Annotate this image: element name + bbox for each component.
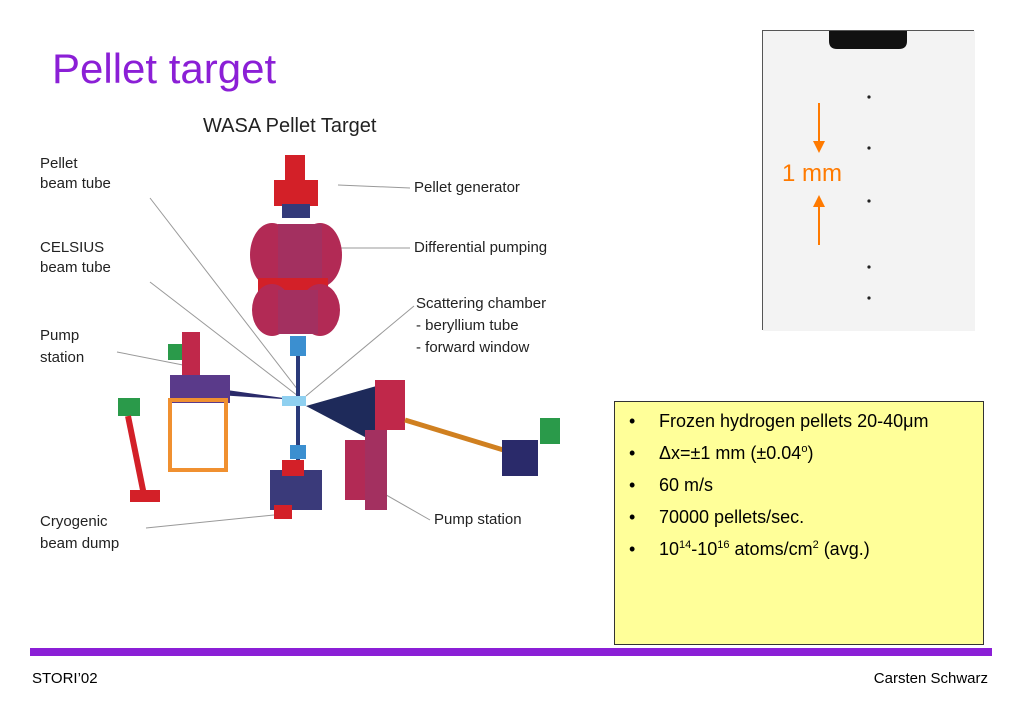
bullet-sup-degree: o (801, 443, 808, 455)
wasa-diagram-svg: WASA Pellet Target Pellet beam tube CELS… (40, 115, 560, 552)
bullet-sup-14: 14 (679, 539, 692, 551)
bullet-box: • Frozen hydrogen pellets 20-40μm • Δx=±… (614, 401, 984, 645)
bullet-item: • 60 m/s (629, 474, 973, 497)
label-pellet-beam-tube-1: Pellet (40, 155, 78, 172)
label-pump-station-left-1: Pump (40, 327, 79, 344)
left-pump-station (118, 332, 230, 502)
scale-arrowhead-down (813, 141, 825, 153)
label-pump-station-right: Pump station (434, 511, 522, 528)
pellet-photo (762, 30, 975, 331)
label-pellet-generator: Pellet generator (414, 179, 520, 196)
label-scattering-chamber-3: - forward window (416, 339, 530, 356)
bullet-list: • Frozen hydrogen pellets 20-40μm • Δx=±… (615, 402, 983, 561)
pellet-generator-stack (250, 155, 342, 400)
footer-left-text: STORI’02 (32, 670, 98, 687)
bullet-sup-16: 16 (717, 539, 730, 551)
pellet-dot (867, 95, 871, 99)
bullet-text-dx-end: ) (807, 443, 814, 463)
beam-pipe (170, 380, 560, 476)
bullet-text-density-d: (avg.) (818, 539, 870, 559)
leader-lines (116, 184, 431, 529)
pellet-dot (867, 296, 871, 300)
pellet-photo-svg (763, 31, 975, 331)
scale-label: 1 mm (782, 160, 842, 187)
bullet-text-dx: Δx=±1 mm (±0.04 (659, 443, 802, 463)
bullet-text-density-a: 10 (659, 539, 680, 559)
bullet-item: • Frozen hydrogen pellets 20-40μm (629, 410, 973, 433)
bullet-item: • Δx=±1 mm (±0.04o) (629, 442, 973, 465)
bullet-item: • 1014-1016 atoms/cm2 (avg.) (629, 538, 973, 561)
label-scattering-chamber-2: - beryllium tube (416, 317, 519, 334)
bullet-dot: • (629, 475, 636, 495)
footer-right-text: Carsten Schwarz (873, 670, 988, 687)
bullet-text-density-c: atoms/cm (729, 539, 813, 559)
wasa-diagram: WASA Pellet Target Pellet beam tube CELS… (20, 100, 600, 640)
pellet-dot (867, 146, 871, 150)
bullet-dot: • (629, 507, 636, 527)
bullet-dot: • (629, 443, 636, 463)
right-pump-station (345, 430, 387, 510)
pellet-dot (867, 199, 871, 203)
bullet-item: • 70000 pellets/sec. (629, 506, 973, 529)
bullet-text-pellets: Frozen hydrogen pellets 20-40μm (659, 411, 929, 431)
footer-divider (30, 648, 992, 656)
label-cryogenic-beam-dump-1: Cryogenic (40, 513, 108, 530)
pellet-dot (867, 265, 871, 269)
label-pump-station-left-2: station (40, 349, 84, 366)
bullet-dot: • (629, 539, 636, 559)
bullet-dot: • (629, 411, 636, 431)
bullet-sup-2: 2 (812, 539, 819, 551)
label-scattering-chamber-1: Scattering chamber (416, 295, 546, 312)
scale-arrowhead-up (813, 195, 825, 207)
bullet-text-rate: 70000 pellets/sec. (659, 507, 805, 527)
label-differential-pumping: Differential pumping (414, 239, 547, 256)
bullet-text-density-b: -10 (691, 539, 718, 559)
label-celsius-beam-tube-1: CELSIUS (40, 239, 104, 256)
beam-dump (270, 406, 322, 519)
label-cryogenic-beam-dump-2: beam dump (40, 535, 119, 552)
nozzle-shape (829, 31, 907, 49)
label-celsius-beam-tube-2: beam tube (40, 259, 111, 276)
slide-title: Pellet target (52, 45, 277, 92)
diagram-heading: WASA Pellet Target (203, 115, 377, 137)
label-pellet-beam-tube-2: beam tube (40, 175, 111, 192)
bullet-text-speed: 60 m/s (659, 475, 714, 495)
